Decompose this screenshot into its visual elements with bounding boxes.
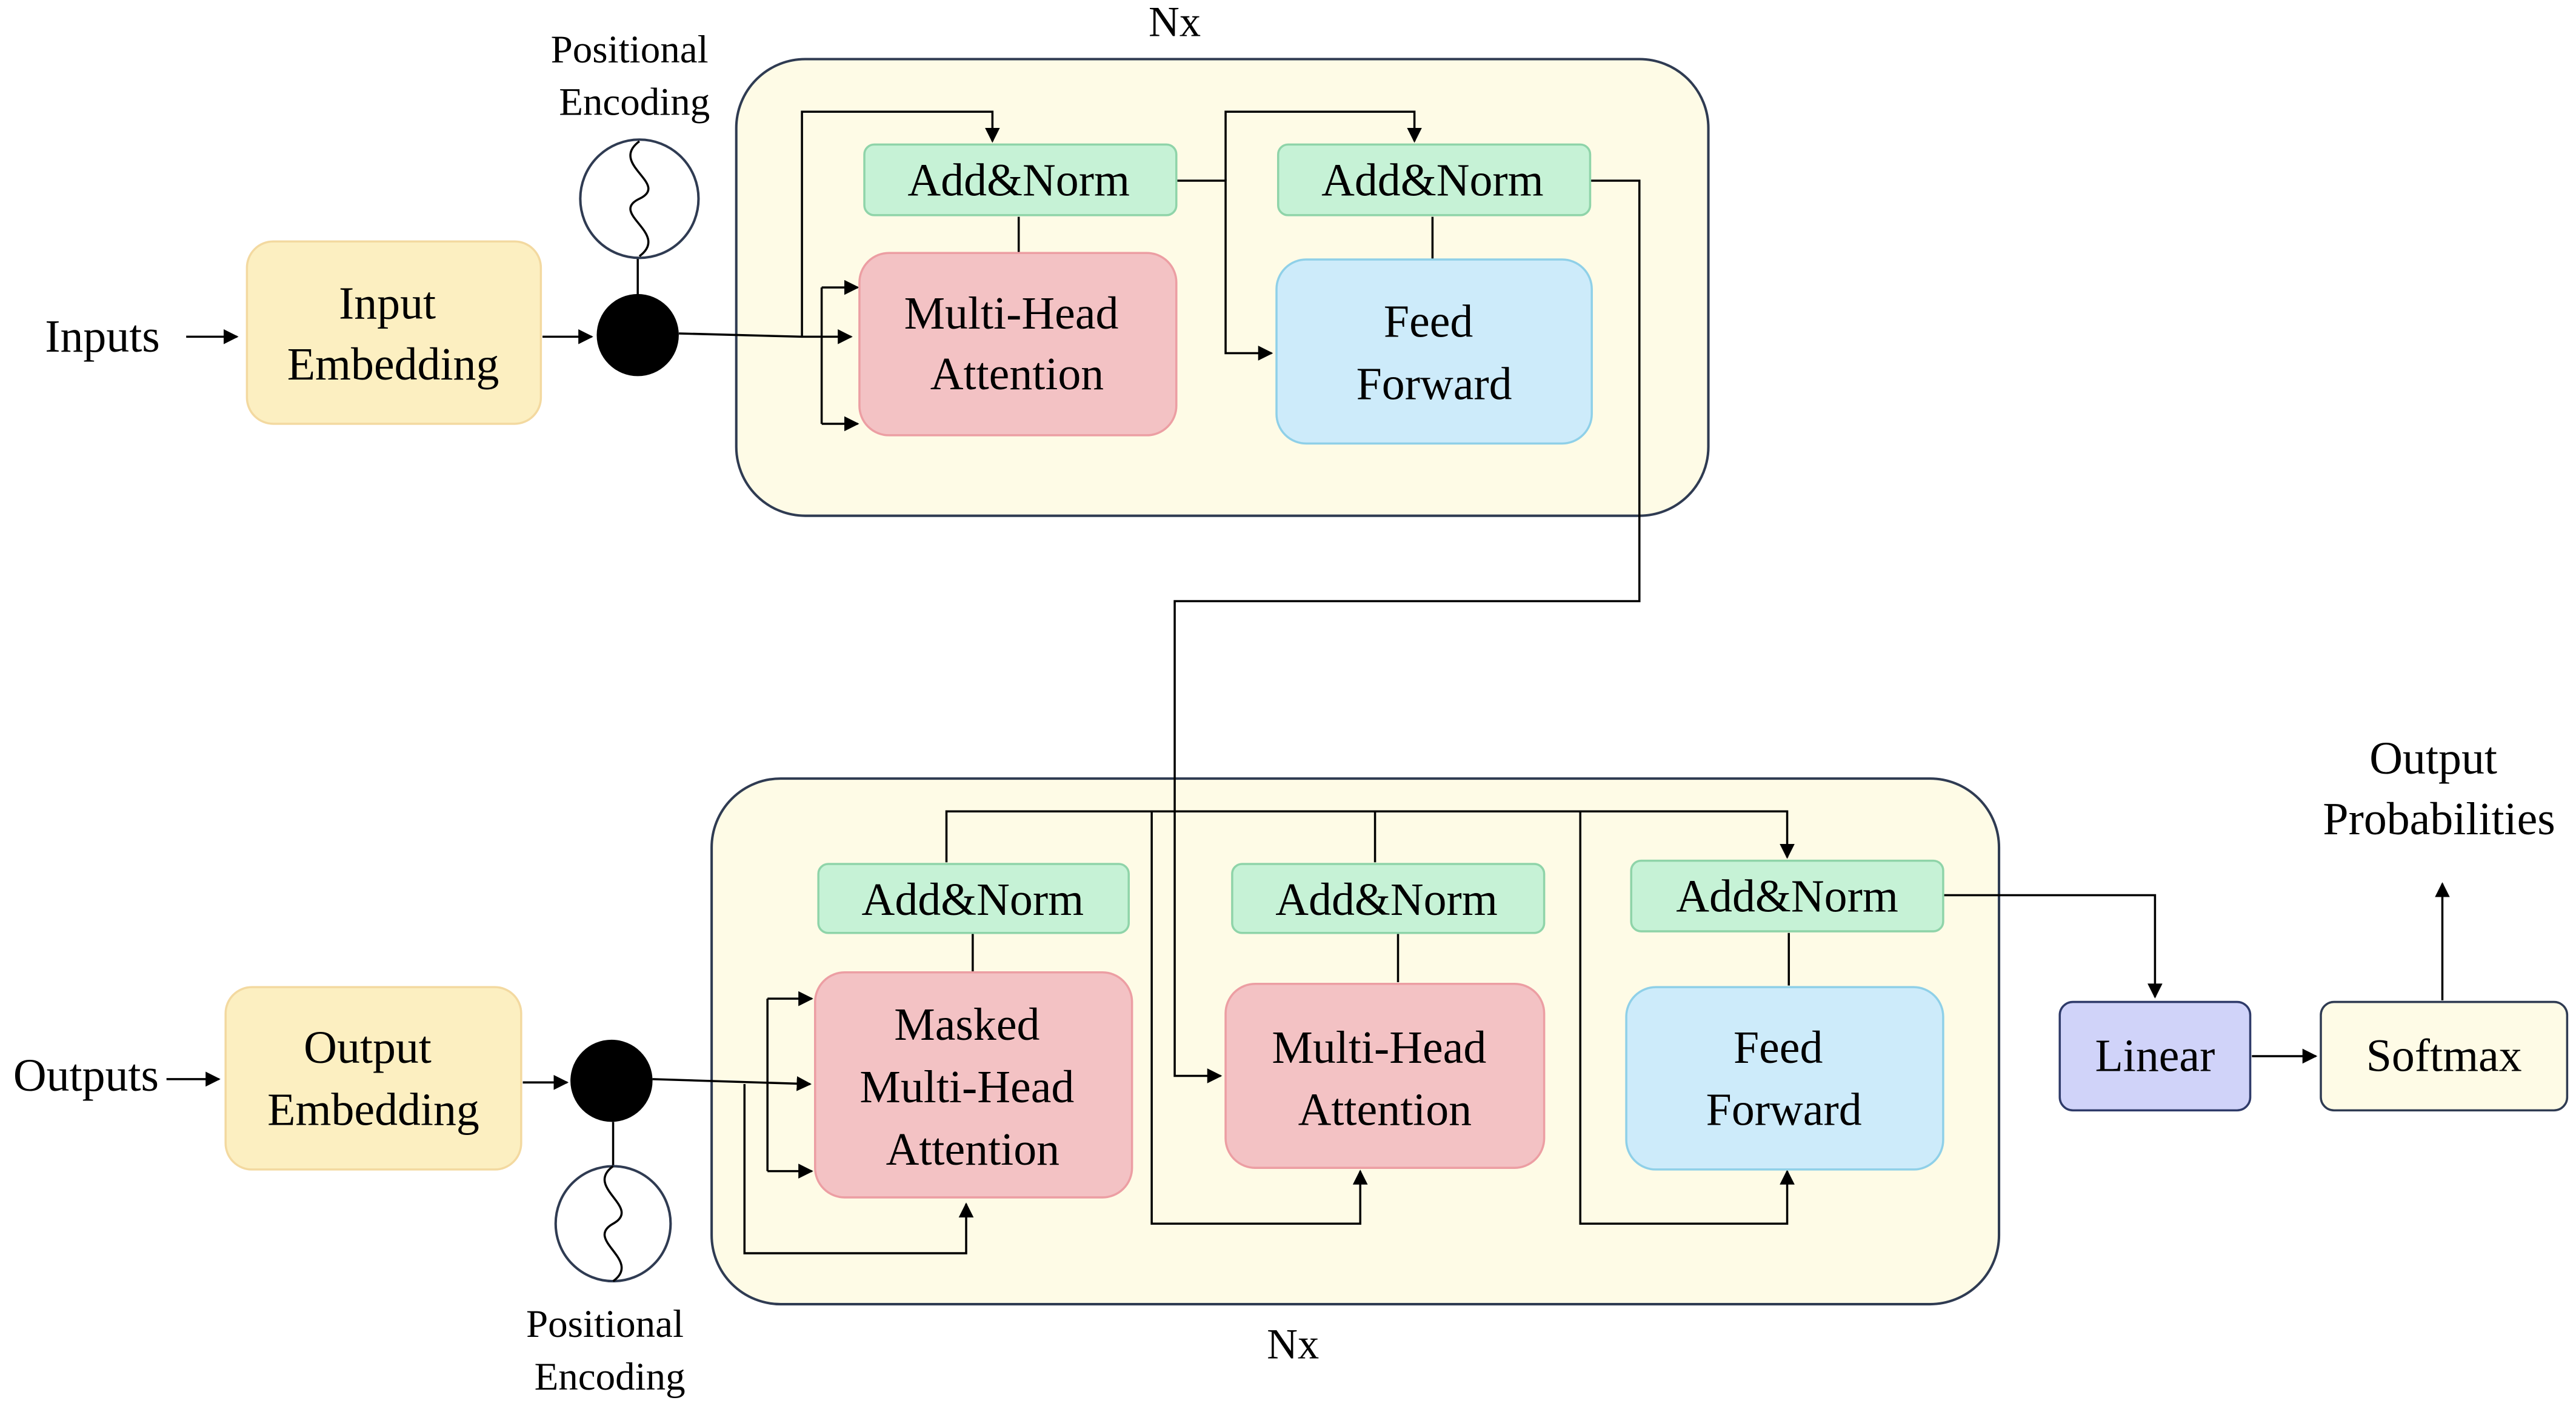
decoder-add-norm-2-label: Add&Norm [1275, 874, 1498, 925]
decoder-posenc-line-1: Positional [526, 1302, 684, 1346]
output-embedding-label: Output Embedding [267, 1022, 479, 1136]
output-probabilities-line-1: Output [2369, 733, 2497, 784]
encoder-feed-forward-label: Feed Forward [1356, 296, 1512, 409]
decoder-sum-to-attention-arrow [652, 1076, 812, 1091]
encoder-add-norm-2-label: Add&Norm [1321, 155, 1544, 206]
inputs-label: Inputs [45, 311, 160, 362]
outputs-label: Outputs [13, 1050, 159, 1101]
encoder-attention-box [858, 252, 1178, 437]
decoder-to-linear-arrow [1943, 894, 2163, 999]
encoder-feed-forward-line-2: Forward [1356, 358, 1512, 409]
encoder-positional-encoding-icon [579, 138, 700, 259]
decoder-feed-forward-box [1625, 986, 1944, 1171]
encoder-to-decoder-line [1173, 179, 1641, 1083]
decoder-top-bus [945, 810, 1795, 863]
decoder-add-norm-3-box [1630, 859, 1944, 932]
encoder-add-norm-1-box [863, 143, 1178, 216]
decoder-residual-2 [1150, 811, 1368, 1225]
encoder-add-norm-2-box [1276, 143, 1592, 216]
encoder-feed-forward-line-1: Feed [1384, 296, 1473, 347]
decoder-feed-forward-line-1: Feed [1733, 1022, 1823, 1073]
encoder-positional-encoding-label: Positional Encoding [551, 28, 718, 124]
encoder-residual-2 [1224, 110, 1422, 181]
decoder-masked-attention-box [814, 971, 1133, 1199]
encoder-sum-node [596, 293, 679, 377]
encoder-attention-label: Multi-Head Attention [904, 288, 1130, 400]
linear-label: Linear [2095, 1030, 2215, 1081]
decoder-masked-attention-line-3: Attention [886, 1124, 1060, 1175]
encoder-posenc-line-1: Positional [551, 28, 709, 72]
decoder-positional-encoding-label: Positional Encoding [526, 1302, 693, 1399]
decoder-cross-attention-line-1: Multi-Head [1272, 1022, 1486, 1073]
encoder-repeat-label: Nx [1149, 0, 1201, 46]
decoder-positional-encoding-icon [554, 1165, 672, 1283]
decoder-masked-attention-label: Masked Multi-Head Attention [859, 999, 1086, 1175]
encoder-feed-forward-box [1275, 258, 1593, 445]
input-embedding-box [245, 240, 542, 425]
linear-box [2058, 1000, 2252, 1112]
decoder-cross-attention-label: Multi-Head Attention [1272, 1022, 1498, 1136]
decoder-posenc-line-2: Encoding [535, 1355, 686, 1399]
decoder-residual-1 [743, 1084, 974, 1254]
decoder-feed-forward-line-2: Forward [1706, 1085, 1862, 1136]
decoder-residual-3 [1579, 811, 1795, 1225]
output-probabilities-line-2: Probabilities [2323, 794, 2555, 845]
softmax-label: Softmax [2366, 1030, 2522, 1081]
decoder-cross-attention-box [1224, 982, 1546, 1169]
input-embedding-line-1: Input [339, 278, 436, 329]
decoder-masked-attention-line-1: Masked [894, 999, 1039, 1050]
decoder-feed-forward-label: Feed Forward [1706, 1022, 1862, 1136]
decoder-add-norm-2-box [1231, 863, 1546, 934]
decoder-add-norm-3-label: Add&Norm [1676, 871, 1898, 922]
encoder-posenc-line-2: Encoding [559, 81, 710, 124]
decoder-repeat-label: Nx [1267, 1321, 1319, 1368]
input-embedding-label: Input Embedding [287, 278, 499, 390]
softmax-box [2320, 1000, 2569, 1112]
input-embedding-line-2: Embedding [287, 339, 499, 390]
connectors [166, 110, 2450, 1254]
decoder-sum-node [570, 1039, 653, 1122]
output-embedding-box [224, 986, 522, 1171]
output-embedding-line-1: Output [304, 1022, 432, 1073]
encoder-attention-line-1: Multi-Head [904, 288, 1119, 339]
decoder-add-norm-1-label: Add&Norm [862, 874, 1084, 925]
encoder-attention-line-2: Attention [930, 349, 1104, 400]
encoder-add-norm-1-label: Add&Norm [907, 155, 1130, 206]
decoder-cross-attention-line-2: Attention [1298, 1085, 1472, 1136]
encoder-residual-1 [801, 110, 1000, 337]
encoder-norm1-to-ff-arrow [1176, 179, 1273, 361]
output-embedding-line-2: Embedding [267, 1085, 479, 1136]
output-probabilities-label: Output Probabilities [2323, 733, 2555, 845]
decoder-add-norm-1-box [817, 863, 1130, 934]
decoder-masked-attention-line-2: Multi-Head [859, 1062, 1074, 1113]
